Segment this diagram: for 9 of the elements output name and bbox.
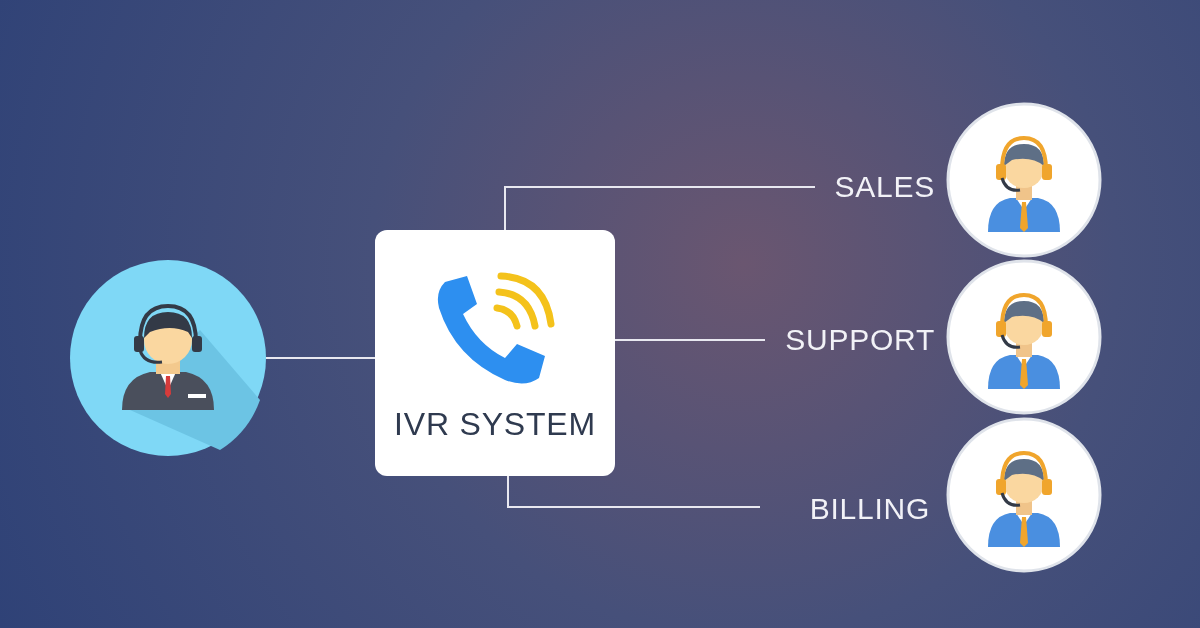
department-label: SALES: [834, 172, 935, 202]
connector-line: [614, 339, 766, 341]
ivr-card: [375, 230, 615, 476]
connector-line: [265, 357, 376, 359]
card-title: IVR SYSTEM: [394, 408, 596, 440]
connector-line: [504, 186, 816, 231]
department-label: BILLING: [809, 494, 930, 524]
connector-line: [507, 475, 761, 508]
department-label: SUPPORT: [785, 325, 935, 355]
